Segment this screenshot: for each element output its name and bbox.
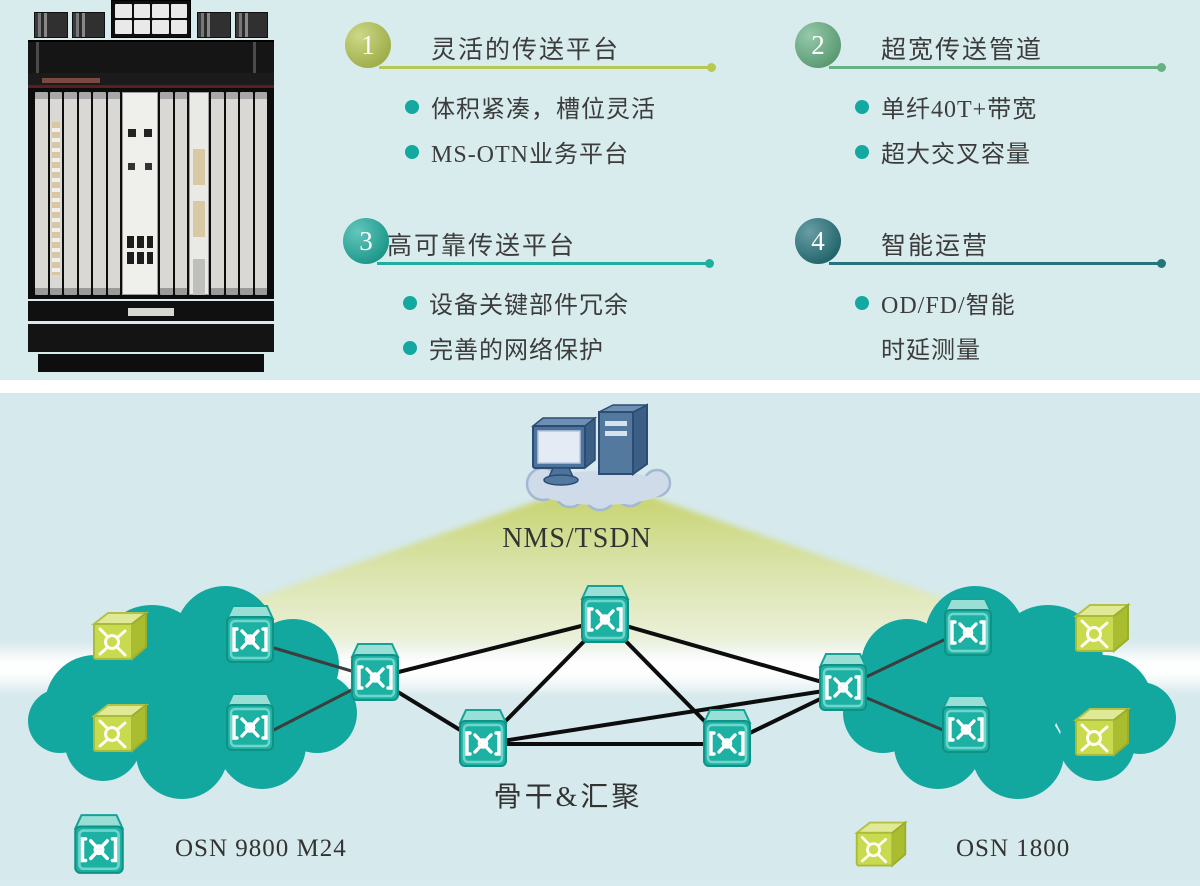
chassis-top-connectors <box>28 0 274 40</box>
device-photo <box>28 0 274 372</box>
bullet-dot-icon <box>855 145 869 159</box>
bullet-text: OD/FD/智能 <box>881 293 1016 319</box>
chassis <box>28 0 274 372</box>
feature-bullet-continuation: 时延测量 <box>795 325 1167 370</box>
feature-bullet: 体积紧凑，槽位灵活 <box>345 84 717 129</box>
feature-underline <box>829 259 1166 268</box>
osn9800-node-icon <box>941 694 991 754</box>
bullet-text: 设备关键部件冗余 <box>429 293 629 319</box>
feature-bullet: 单纤40T+带宽 <box>795 84 1167 129</box>
network-diagram: NMS/TSDN 骨干&汇聚 OSN 9800 M24 OSN 1800 <box>0 403 1200 875</box>
feature-block-1: 1 灵活的传送平台 体积紧凑，槽位灵活 MS-OTN业务平台 <box>345 20 717 200</box>
underline-end-dot <box>1157 259 1166 268</box>
chassis-red-trim <box>28 84 274 88</box>
feature-block-4: 4 智能运营 OD/FD/智能 时延测量 <box>795 216 1167 396</box>
bullet-dot-icon <box>855 100 869 114</box>
legend-label-osn1800: OSN 1800 <box>956 835 1070 862</box>
osn9800-node-icon <box>458 708 508 768</box>
feature-block-3: 3 高可靠传送平台 设备关键部件冗余 完善的网络保护 <box>343 216 715 396</box>
underline-end-dot <box>1157 63 1166 72</box>
feature-title: 智能运营 <box>881 233 990 260</box>
osn9800-node-icon <box>225 692 275 752</box>
feature-bullet: 超大交叉容量 <box>795 129 1167 174</box>
osn1800-node-icon <box>1074 603 1130 653</box>
osn1800-node-icon <box>855 821 907 867</box>
features-section: 1 灵活的传送平台 体积紧凑，槽位灵活 MS-OTN业务平台 2 超宽传送管道 <box>0 0 1200 380</box>
backbone-label: 骨干&汇聚 <box>494 782 643 813</box>
osn9800-node-icon <box>943 597 993 657</box>
feature-block-2: 2 超宽传送管道 单纤40T+带宽 超大交叉容量 <box>795 20 1167 200</box>
feature-number-badge: 4 <box>795 218 841 264</box>
osn9800-node-icon <box>225 604 275 664</box>
osn1800-node-icon <box>92 611 148 661</box>
osn9800-node-icon <box>73 813 125 875</box>
nms-computer-icon <box>525 403 672 512</box>
bullet-text: 完善的网络保护 <box>429 338 604 364</box>
chassis-header-bar <box>28 40 274 73</box>
bullet-dot-icon <box>403 341 417 355</box>
legend: OSN 9800 M24 OSN 1800 <box>73 813 1070 875</box>
bullet-text: 体积紧凑，槽位灵活 <box>431 97 656 123</box>
osn9800-node-icon <box>818 652 868 712</box>
bullet-dot-icon <box>405 100 419 114</box>
feature-bullet: 完善的网络保护 <box>343 325 715 370</box>
osn1800-node-icon <box>92 703 148 753</box>
feature-number-badge: 1 <box>345 22 391 68</box>
chassis-lower-rail <box>28 301 274 322</box>
feature-title: 灵活的传送平台 <box>431 37 621 64</box>
nms-label: NMS/TSDN <box>502 523 652 554</box>
network-diagram-section: NMS/TSDN 骨干&汇聚 OSN 9800 M24 OSN 1800 <box>0 393 1200 881</box>
chassis-label-bar <box>28 72 274 88</box>
feature-number-badge: 3 <box>343 218 389 264</box>
legend-label-osn9800: OSN 9800 M24 <box>175 835 347 862</box>
chassis-model-label <box>42 77 100 83</box>
feature-underline <box>377 259 714 268</box>
main-board-card <box>122 91 158 296</box>
feature-number-badge: 2 <box>795 22 841 68</box>
bullet-dot-icon <box>405 145 419 159</box>
osn1800-node-icon <box>1074 707 1130 757</box>
bullet-text: 超大交叉容量 <box>881 142 1031 168</box>
feature-underline <box>379 63 716 72</box>
rj45-port-block <box>111 0 191 38</box>
osn9800-node-icon <box>580 584 630 644</box>
underline-end-dot <box>707 63 716 72</box>
feature-underline <box>829 63 1166 72</box>
card-cage <box>28 87 274 300</box>
feature-bullet: MS-OTN业务平台 <box>345 129 717 174</box>
underline-end-dot <box>705 259 714 268</box>
chassis-bottom-panel <box>28 324 274 352</box>
bullet-dot-icon <box>403 296 417 310</box>
bullet-text: 单纤40T+带宽 <box>881 97 1038 123</box>
bullet-dot-icon <box>855 296 869 310</box>
feature-bullet: OD/FD/智能 <box>795 280 1167 325</box>
feature-title: 高可靠传送平台 <box>387 233 577 260</box>
bullet-text: 时延测量 <box>881 338 981 364</box>
section-divider <box>0 380 1200 393</box>
feature-bullet: 设备关键部件冗余 <box>343 280 715 325</box>
optical-module-card <box>189 91 209 296</box>
bullet-text: MS-OTN业务平台 <box>431 142 630 168</box>
chassis-base <box>37 353 265 372</box>
osn9800-node-icon <box>350 642 400 702</box>
osn9800-node-icon <box>702 708 752 768</box>
feature-title: 超宽传送管道 <box>881 37 1044 64</box>
